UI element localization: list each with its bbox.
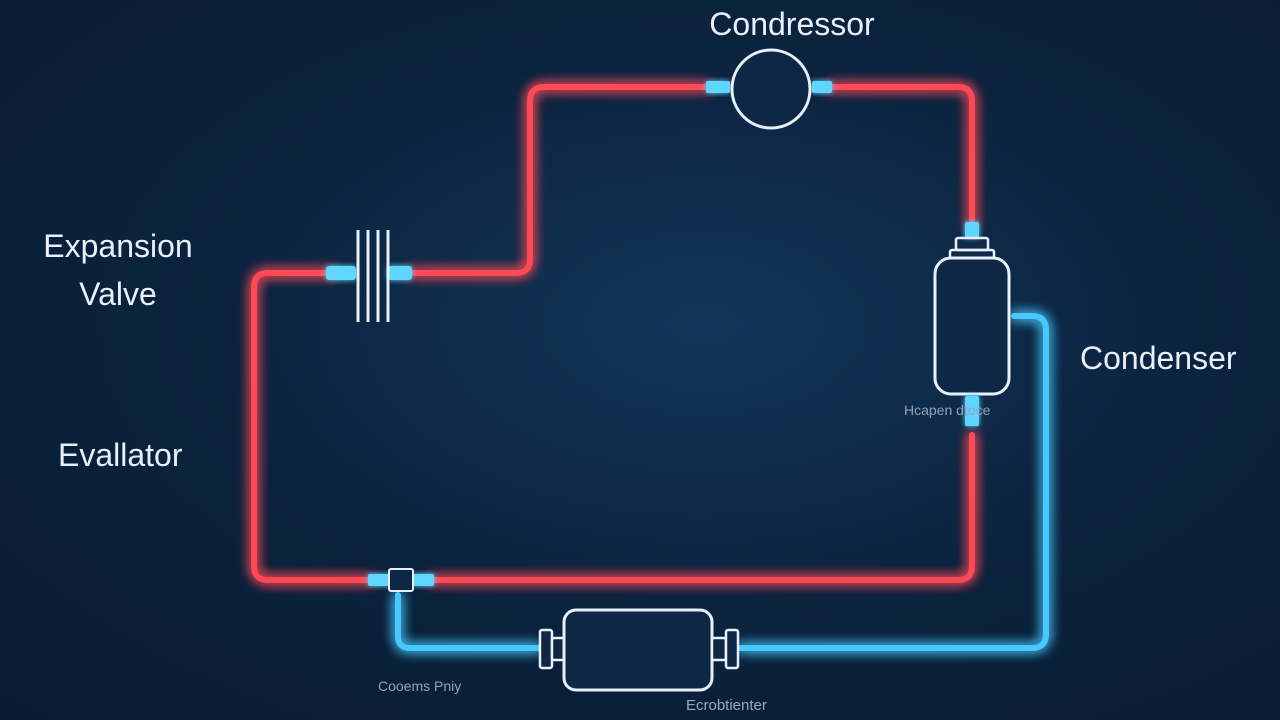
condenser <box>933 222 1011 426</box>
expansion-valve-label: Expansion Valve <box>43 228 193 312</box>
condenser-bottom-fitting <box>965 396 979 426</box>
line-junction-to-condenser-bottom <box>429 432 975 583</box>
lower-unit-body <box>562 608 714 692</box>
lower-unit-collar-left <box>538 628 554 670</box>
line-evaporator-loop <box>251 270 375 583</box>
expansion-valve <box>326 230 412 322</box>
condenser-top-fitting <box>965 222 979 238</box>
compressor-body <box>730 48 812 130</box>
valve-fitting-left <box>326 266 356 280</box>
junction-box <box>388 568 414 592</box>
compressor <box>706 48 832 130</box>
bottom-junction <box>368 568 434 592</box>
line-lower-unit-to-condenser <box>737 313 1049 651</box>
evaporator-label: Evallator <box>58 437 183 473</box>
compressor-fitting-right <box>812 81 832 93</box>
line-compressor-to-condenser <box>827 84 975 228</box>
line-valve-to-compressor <box>407 84 711 276</box>
junction-fitting-right <box>412 574 434 586</box>
line-junction-to-lower-unit <box>395 592 543 651</box>
condenser-cap <box>954 236 990 252</box>
lower-unit-neck-right <box>710 636 728 662</box>
bottom-sublabel: Ecrobtienter <box>686 697 767 714</box>
compressor-fitting-left <box>706 81 730 93</box>
valve-fitting-right <box>388 266 412 280</box>
lower-unit-collar-right <box>724 628 740 670</box>
condenser-body <box>933 256 1011 396</box>
condenser-sublabel: Hcapen dtoce <box>904 402 991 418</box>
bottom-left-sublabel: Cooems Pniy <box>378 678 462 694</box>
condenser-label: Condenser <box>1080 340 1237 376</box>
lower-unit <box>538 608 740 692</box>
hot-refrigerant-lines <box>251 84 975 583</box>
compressor-label: Condressor <box>709 6 875 42</box>
cold-refrigerant-lines <box>395 313 1049 651</box>
junction-fitting-left <box>368 574 390 586</box>
